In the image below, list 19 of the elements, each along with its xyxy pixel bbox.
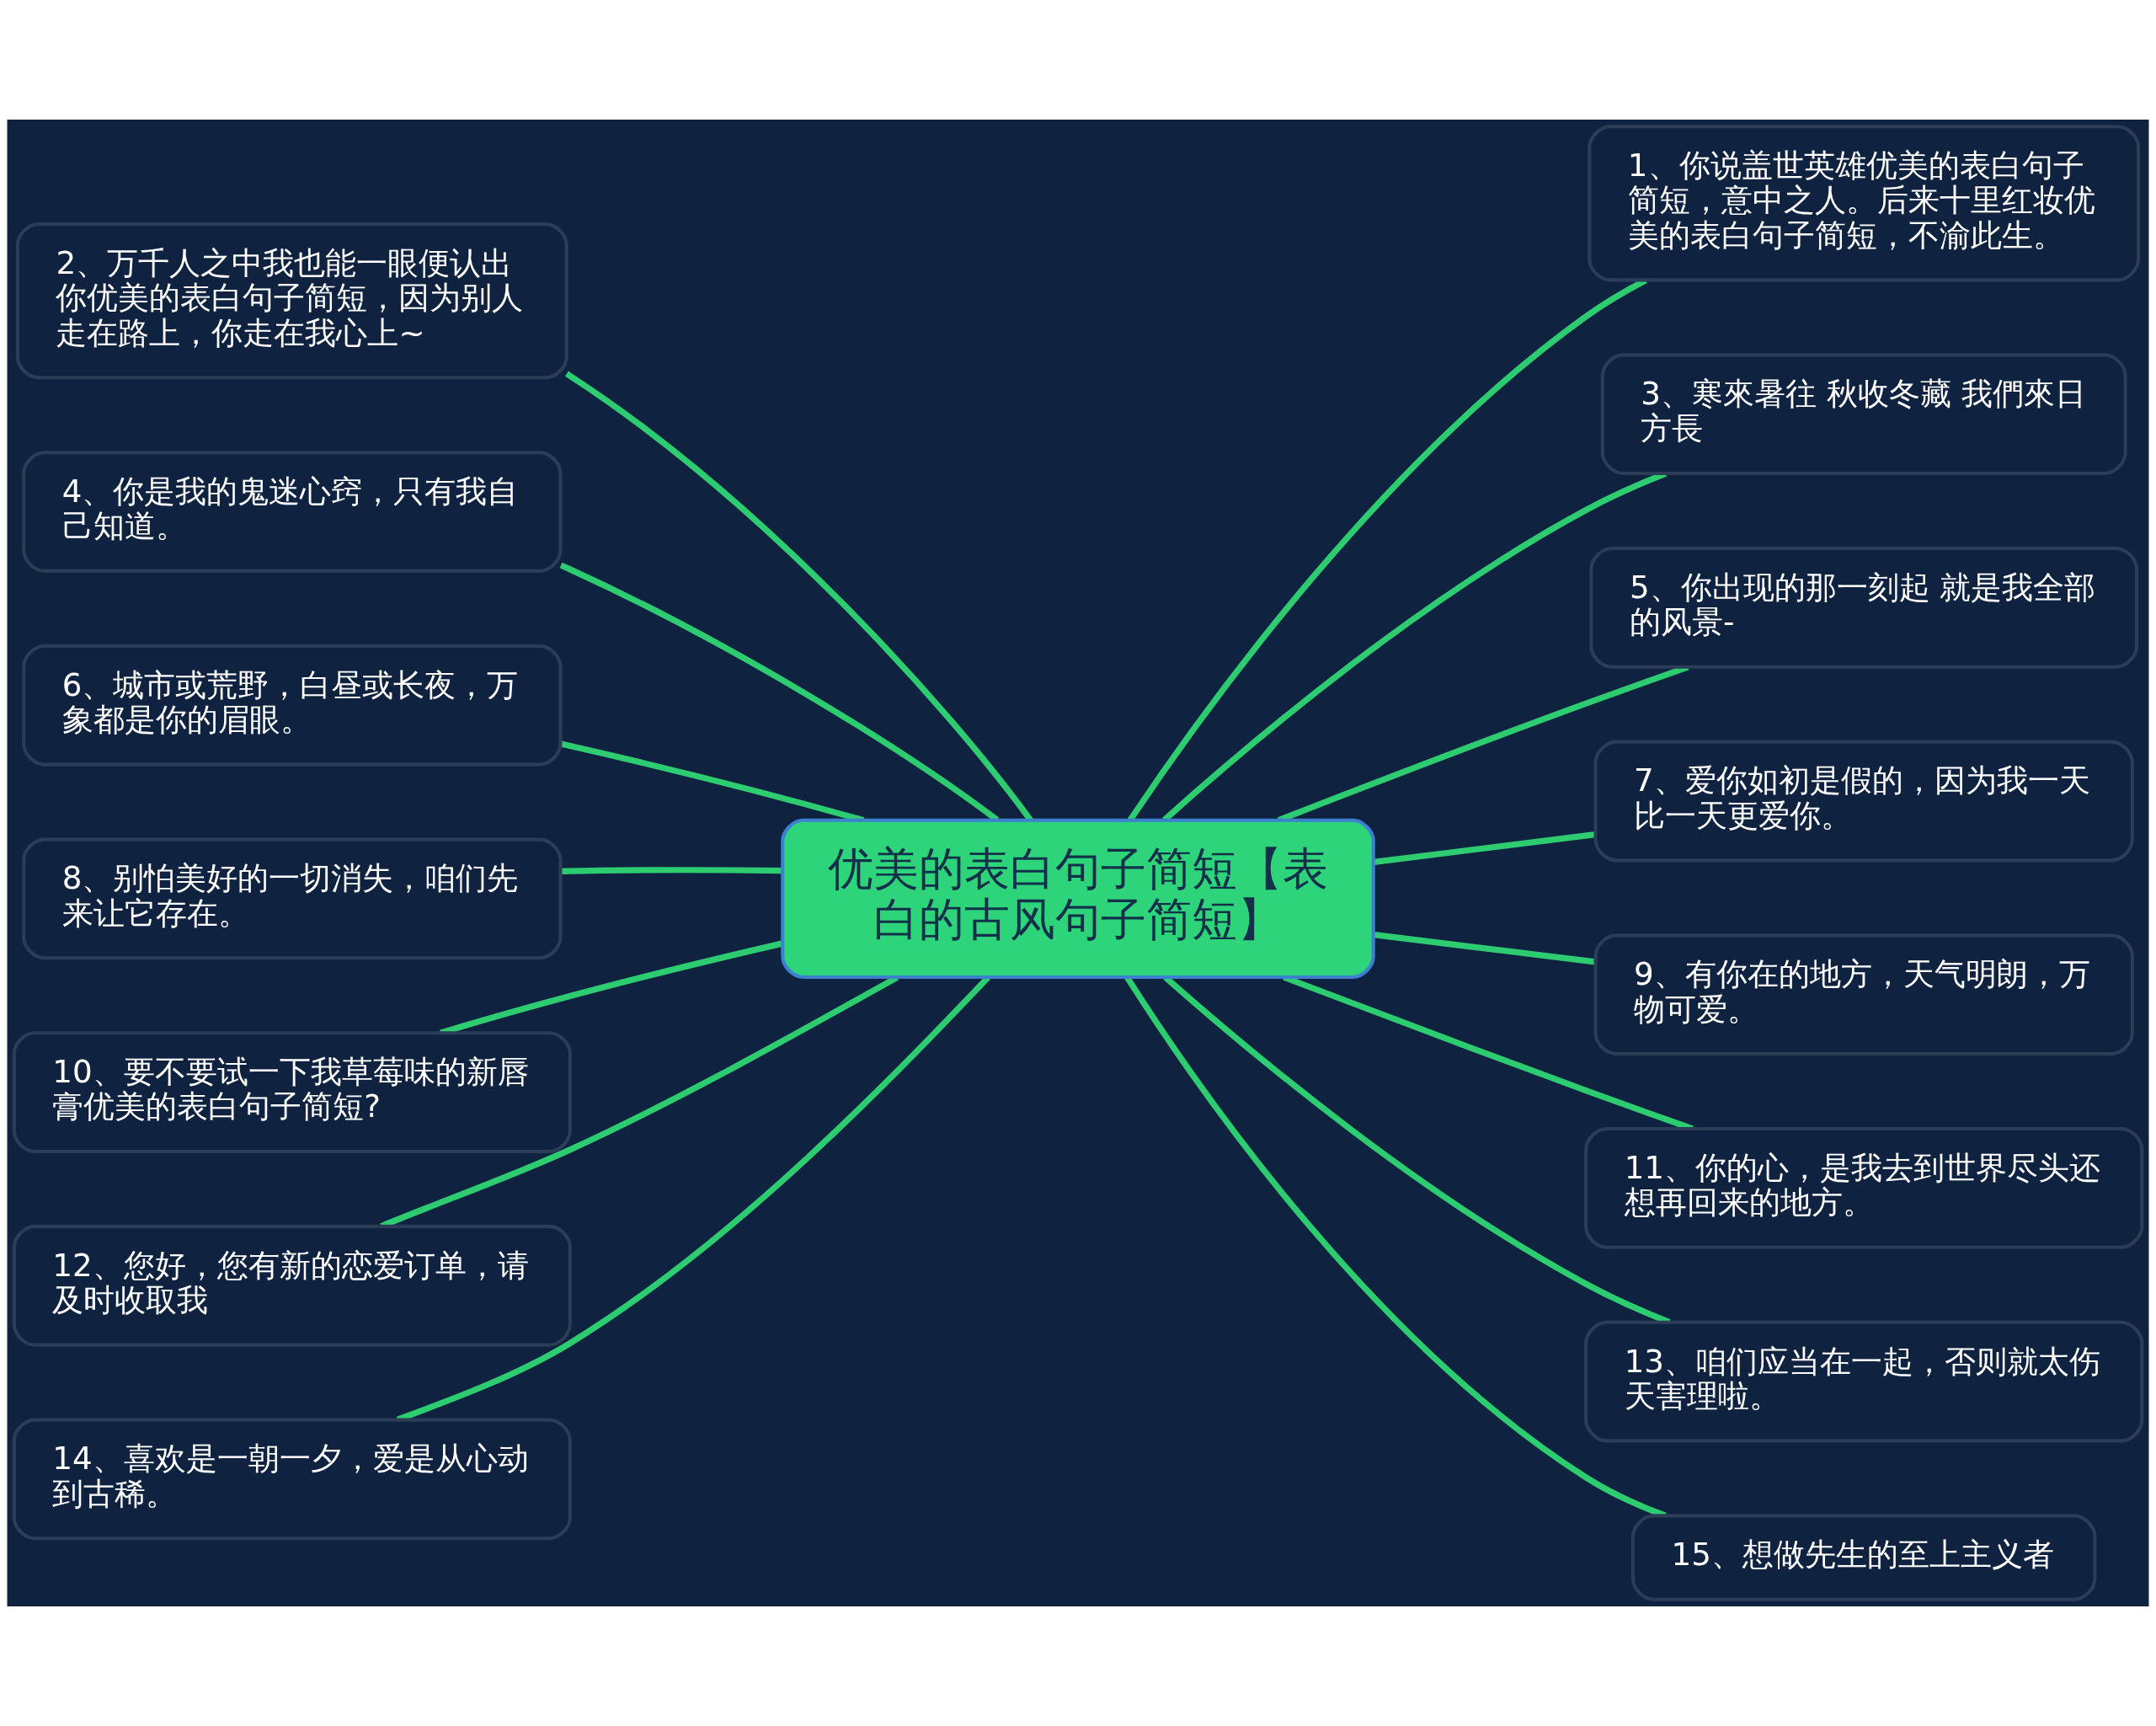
node-box: 13、咱们应当在一起，否则就太伤天害理啦。 [1584, 1320, 2144, 1443]
node-box: 10、要不要试一下我草莓味的新唇膏优美的表白句子简短? [12, 1031, 572, 1153]
node-box: 12、您好，您有新的恋爱订单，请及时收取我 [12, 1224, 572, 1347]
connector [1373, 932, 1596, 965]
node-box: 1、你说盖世英雄优美的表白句子简短，意中之人。后来十里红妆优美的表白句子简短，不渝此生。 [1588, 125, 2141, 282]
node-box: 7、爱你如初是假的，因为我一天比一天更爱你。 [1593, 740, 2134, 863]
node-box: 8、别怕美好的一切消失，咱们先来让它存在。 [22, 837, 563, 960]
node-box: 4、你是我的鬼迷心窍，只有我自己知道。 [22, 451, 563, 573]
node-box: 11、你的心，是我去到世界尽头还想再回来的地方。 [1584, 1127, 2144, 1249]
node-box: 14、喜欢是一朝一夕，爱是从心动到古稀。 [12, 1418, 572, 1541]
node-box: 15、想做先生的至上主义者 [1630, 1514, 2097, 1601]
node-box: 2、万千人之中我也能一眼便认出你优美的表白句子简短，因为别人走在路上，你走在我心上~ [15, 222, 568, 380]
connector [560, 867, 782, 874]
node-box: 9、有你在的地方，天气明朗，万物可爱。 [1593, 933, 2134, 1056]
node-box: 5、你出现的那一刻起 就是我全部的风景- [1589, 546, 2139, 669]
node-box: 6、城市或荒野，白昼或长夜，万象都是你的眉眼。 [22, 644, 563, 767]
node-box: 优美的表白句子简短【表白的古风句子简短】 [781, 818, 1375, 980]
node-box: 3、寒來暑往 秋收冬藏 我們來日方長 [1600, 353, 2127, 476]
connector [1373, 831, 1596, 865]
